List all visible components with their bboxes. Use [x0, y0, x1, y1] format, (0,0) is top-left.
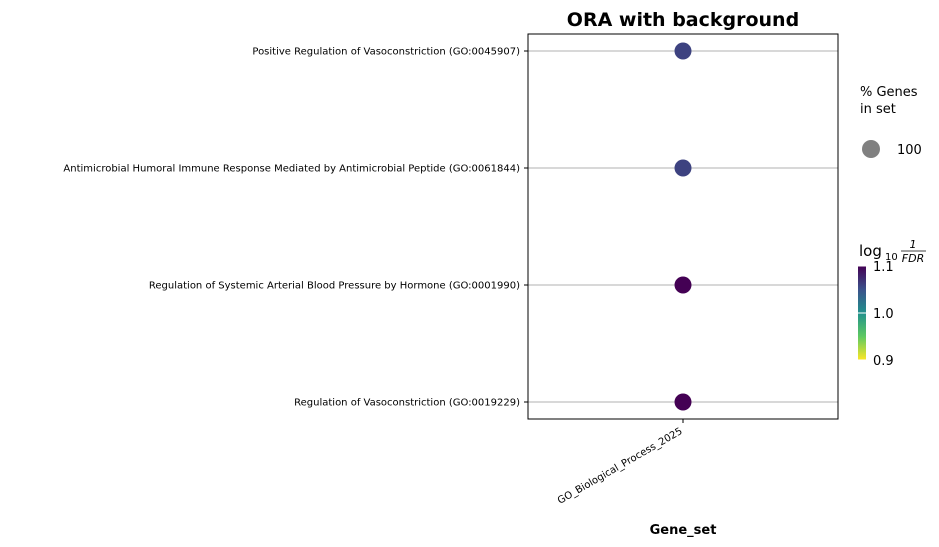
plot-frame	[527, 33, 839, 420]
y-axis-ticks: Positive Regulation of Vasoconstriction …	[63, 47, 528, 409]
x-tick-label: GO_Biological_Process_2025	[556, 426, 685, 507]
colorbar-tick-label: 0.9	[873, 354, 894, 369]
size-legend-marker	[862, 140, 880, 158]
colorbar-title-denominator: FDR	[902, 252, 924, 265]
y-tick-label: Positive Regulation of Vasoconstriction …	[252, 47, 520, 58]
colorbar-ticks: 0.9 1.0 1.1	[858, 260, 894, 369]
data-point	[674, 393, 692, 411]
size-legend-title-line2: in set	[860, 102, 896, 117]
data-points	[674, 42, 692, 411]
colorbar-tick-label: 1.1	[873, 260, 894, 275]
colorbar-title-numerator: 1	[910, 238, 917, 251]
colorbar: log 10 1 FDR 0.9 1.0 1.1	[858, 238, 926, 369]
y-tick-label: Antimicrobial Humoral Immune Response Me…	[63, 164, 520, 175]
size-legend-label: 100	[897, 143, 922, 158]
size-legend-title-line1: % Genes	[860, 85, 918, 100]
colorbar-title-log: log	[859, 242, 882, 260]
size-legend: % Genes in set 100	[860, 85, 922, 158]
colorbar-tick-label: 1.0	[873, 307, 894, 322]
colorbar-title-base: 10	[885, 252, 898, 263]
y-tick-label: Regulation of Vasoconstriction (GO:00192…	[294, 398, 520, 409]
y-tick-label: Regulation of Systemic Arterial Blood Pr…	[149, 281, 520, 292]
data-point	[674, 42, 692, 60]
x-axis-label: Gene_set	[650, 523, 717, 538]
chart-title: ORA with background	[567, 9, 799, 31]
data-point	[674, 159, 692, 177]
data-point	[674, 276, 692, 294]
grid-lines	[528, 50, 838, 403]
x-axis-ticks: GO_Biological_Process_2025	[556, 419, 685, 507]
